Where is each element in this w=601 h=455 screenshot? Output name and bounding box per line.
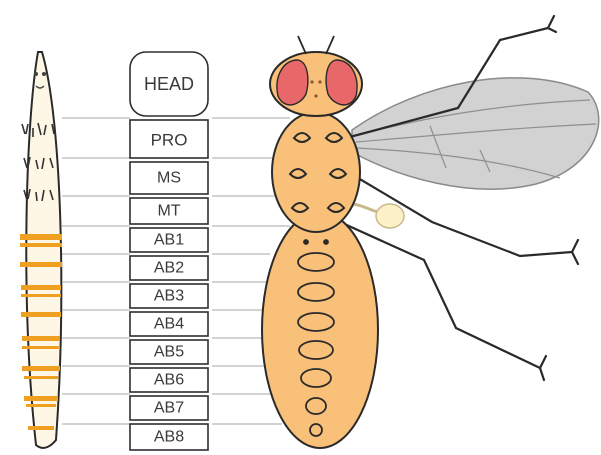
- segment-label-pro: PRO: [151, 131, 188, 150]
- segment-label-ab6: AB6: [154, 372, 184, 389]
- segment-label-column: HEAD PRO MS MT AB1 AB2 AB3 AB4: [130, 52, 208, 450]
- segment-box-ab2: AB2: [130, 256, 208, 280]
- segment-label-ab3: AB3: [154, 288, 184, 305]
- segment-box-mt: MT: [130, 198, 208, 224]
- fly-thorax: [272, 112, 360, 232]
- segment-label-ab5: AB5: [154, 344, 184, 361]
- segment-label-head: HEAD: [144, 74, 194, 94]
- segment-label-ab8: AB8: [154, 429, 184, 446]
- larva-figure: [20, 52, 62, 448]
- segment-label-ab1: AB1: [154, 232, 184, 249]
- segment-label-ab2: AB2: [154, 260, 184, 277]
- segment-label-ms: MS: [157, 170, 181, 187]
- segment-box-ab3: AB3: [130, 284, 208, 308]
- segment-box-ab7: AB7: [130, 396, 208, 420]
- segment-label-ab7: AB7: [154, 400, 184, 417]
- segment-box-ab5: AB5: [130, 340, 208, 364]
- segment-box-ab4: AB4: [130, 312, 208, 336]
- segment-box-ab1: AB1: [130, 228, 208, 252]
- segment-label-mt: MT: [157, 203, 180, 220]
- segment-box-ab8: AB8: [130, 424, 208, 450]
- segment-label-ab4: AB4: [154, 316, 184, 333]
- fly-wing: [352, 78, 599, 189]
- segment-box-head: HEAD: [130, 52, 208, 116]
- segment-box-ms: MS: [130, 162, 208, 194]
- larva-body: [26, 52, 61, 448]
- fly-head: [270, 36, 362, 116]
- segment-box-ab6: AB6: [130, 368, 208, 392]
- adult-fly-figure: [262, 16, 599, 448]
- segment-box-pro: PRO: [130, 120, 208, 158]
- fly-haltere: [350, 204, 404, 228]
